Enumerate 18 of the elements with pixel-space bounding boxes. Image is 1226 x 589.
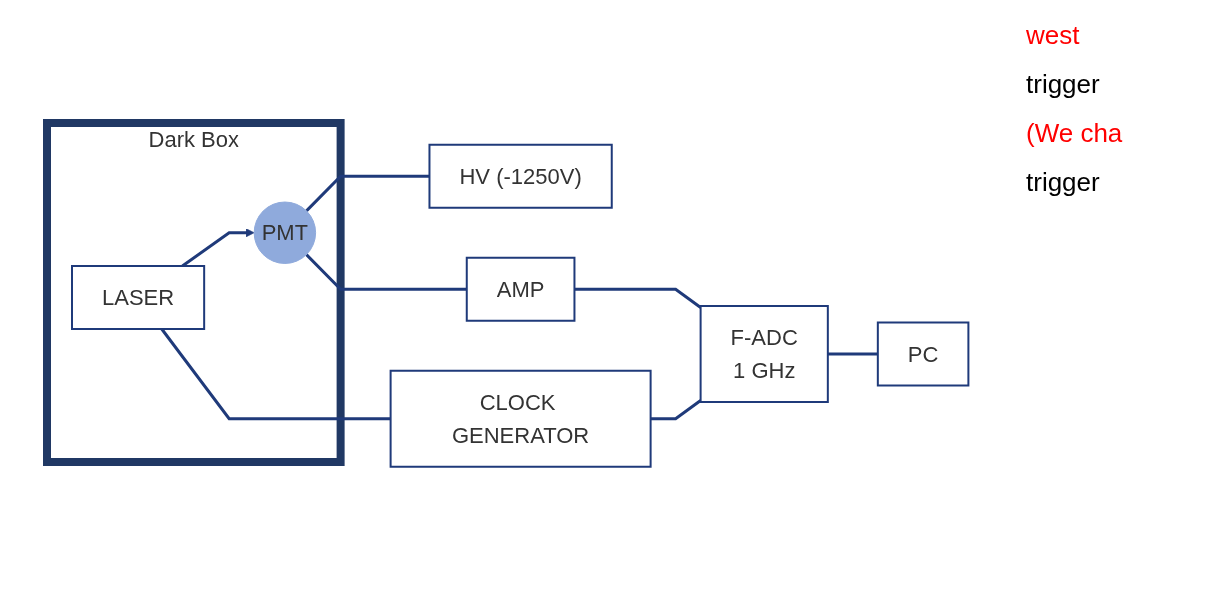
arrow: [181, 228, 255, 267]
connector: [305, 253, 468, 291]
node-box: CLOCK GENERATOR: [389, 369, 652, 468]
node-box: LASER: [71, 264, 206, 330]
signal-label: trigger: [1026, 69, 1101, 100]
note-text: (We cha: [1026, 118, 1124, 149]
node-box: HV (-1250V): [428, 143, 614, 209]
node-box: PC: [877, 321, 970, 387]
signal-label: trigger: [1026, 167, 1101, 198]
connector: [160, 327, 391, 420]
connector: [650, 398, 702, 420]
node-box: AMP: [466, 256, 576, 322]
connector: [305, 174, 430, 212]
note-text: west: [1026, 20, 1081, 51]
connector: [828, 352, 879, 356]
connector: [574, 287, 702, 309]
node-circle: PMT: [253, 201, 317, 264]
node-box: F-ADC 1 GHz: [699, 304, 830, 403]
